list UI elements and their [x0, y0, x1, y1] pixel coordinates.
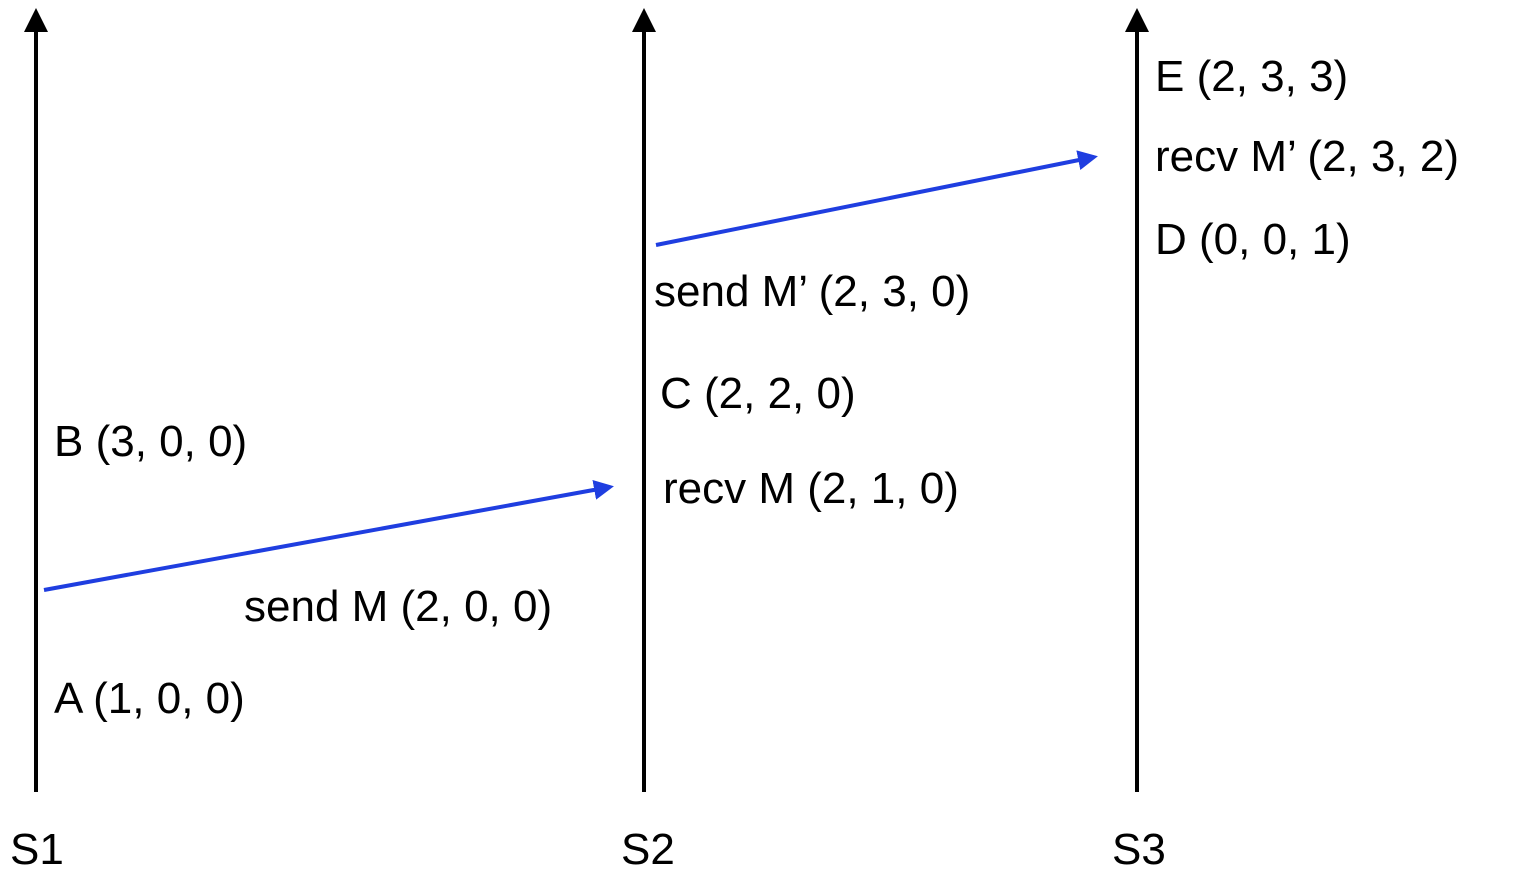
- event-e-label: E (2, 3, 3): [1155, 52, 1349, 101]
- recv-m-label: recv M (2, 1, 0): [663, 464, 959, 513]
- server-label-s1: S1: [10, 825, 64, 874]
- event-a-label: A (1, 0, 0): [54, 674, 245, 723]
- message-m-arrow: [43, 480, 614, 592]
- event-d-label: D (0, 0, 1): [1155, 215, 1351, 264]
- send-m-label: send M (2, 0, 0): [244, 582, 553, 631]
- message-m-prime-arrow: [655, 150, 1098, 247]
- send-m-prime-label: send M’ (2, 3, 0): [654, 267, 971, 316]
- event-c-label: C (2, 2, 0): [660, 369, 856, 418]
- event-b-label: B (3, 0, 0): [54, 417, 248, 466]
- server-label-s2: S2: [621, 825, 675, 874]
- recv-m-prime-label: recv M’ (2, 3, 2): [1155, 132, 1459, 181]
- server-label-s3: S3: [1112, 825, 1166, 874]
